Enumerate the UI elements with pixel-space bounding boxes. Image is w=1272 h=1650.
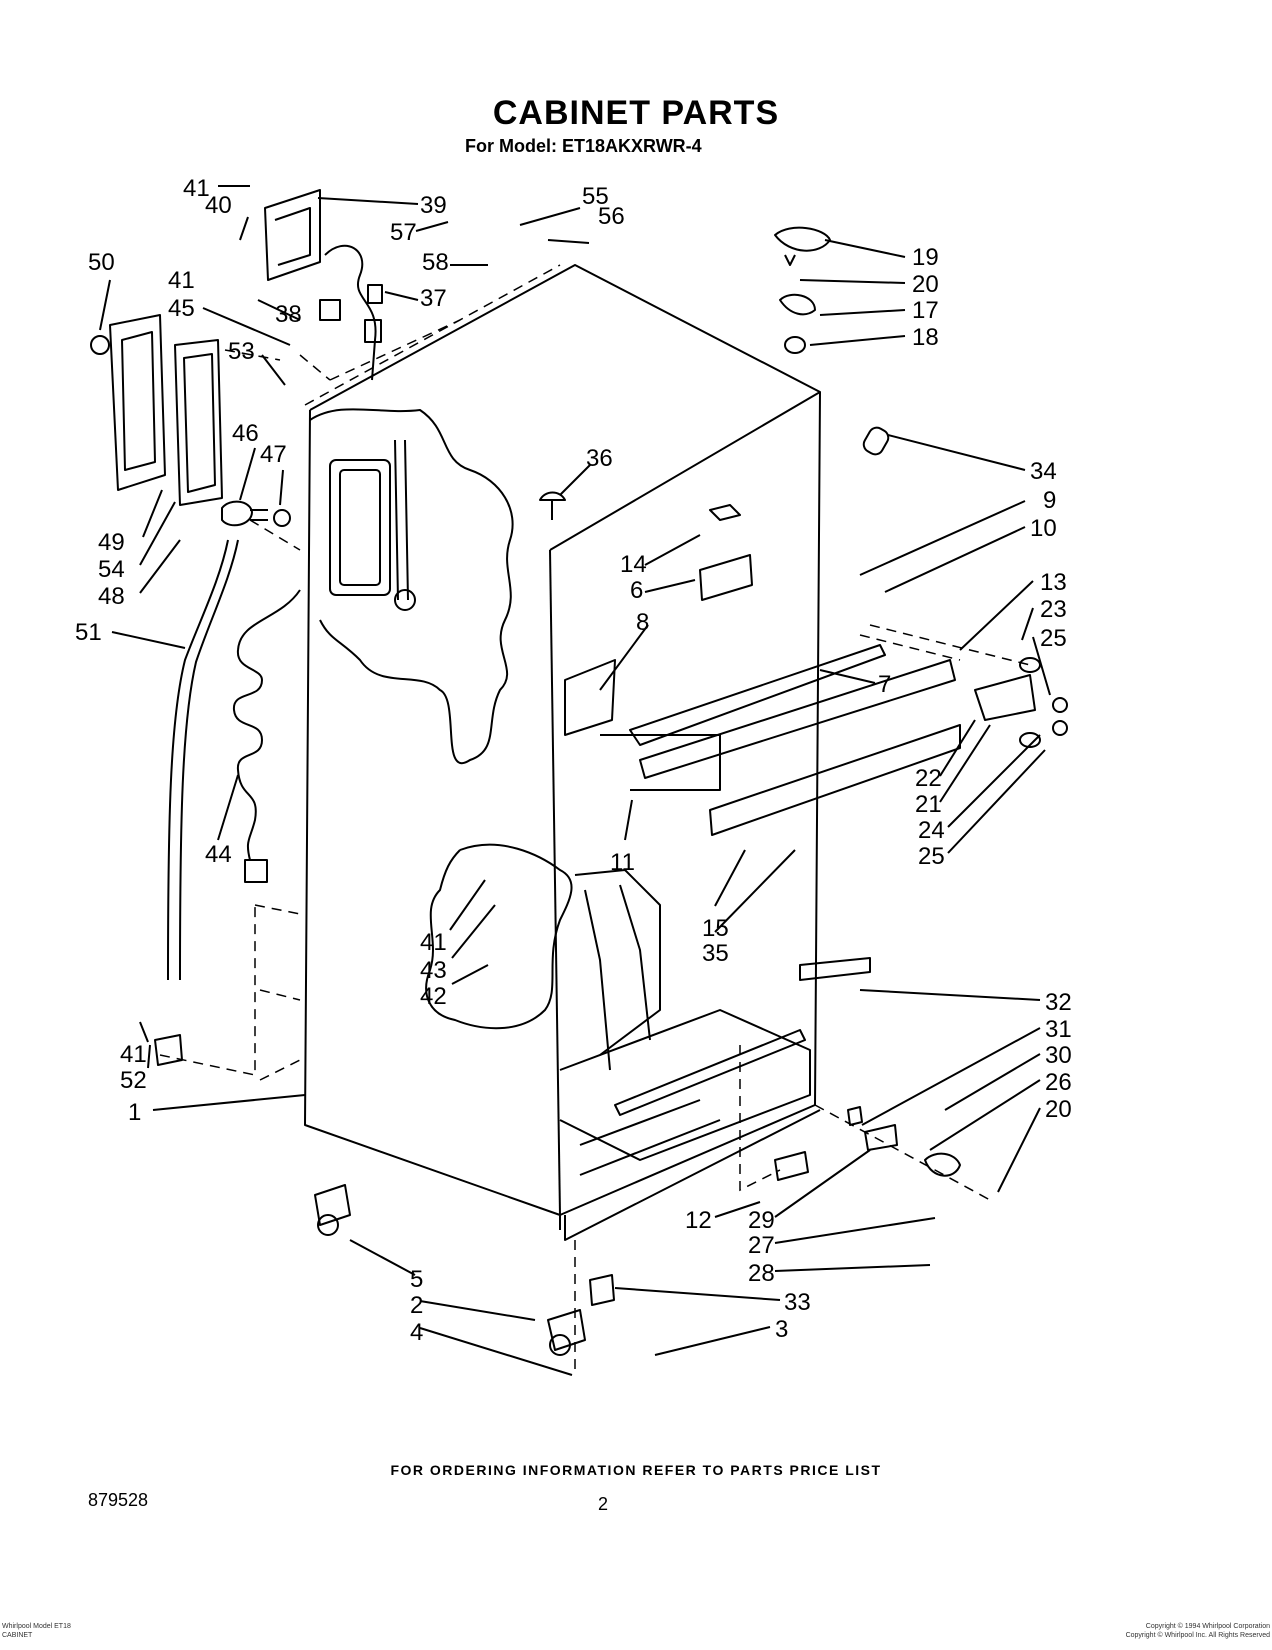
callout-50: 50 <box>88 249 115 276</box>
callout-26: 26 <box>1045 1069 1072 1096</box>
model-line: For Model: ET18AKXRWR-4 <box>465 136 702 156</box>
cabinet-left-front-edge <box>304 409 561 1230</box>
fine-print-right: Copyright © 1994 Whirlpool Corporation C… <box>1125 1623 1270 1639</box>
callout-58: 58 <box>422 249 449 276</box>
callout-22: 22 <box>915 765 942 792</box>
callout-7: 7 <box>878 671 891 698</box>
callout-18: 18 <box>912 324 939 351</box>
callout-24: 24 <box>918 817 945 844</box>
power-cord <box>232 589 301 861</box>
callout-labels: 41 39 55 40 57 56 50 58 41 37 45 38 53 1… <box>75 175 1072 1346</box>
callout-4: 4 <box>410 1319 423 1346</box>
callout-38: 38 <box>275 301 302 328</box>
callout-36: 36 <box>586 445 613 472</box>
callout-29: 29 <box>748 1207 775 1234</box>
cabinet-top <box>309 264 821 551</box>
callout-14: 14 <box>620 551 647 578</box>
page-number: 2 <box>598 1494 609 1514</box>
callout-46: 46 <box>232 420 259 447</box>
drain-tube <box>167 539 229 981</box>
callout-45: 45 <box>168 295 195 322</box>
callout-25: 25 <box>1040 625 1067 652</box>
callout-21: 21 <box>915 791 942 818</box>
callout-25: 25 <box>918 843 945 870</box>
callout-35: 35 <box>702 940 729 967</box>
callout-55: 55 <box>582 183 609 210</box>
callout-41: 41 <box>168 267 195 294</box>
callout-9: 9 <box>1043 487 1056 514</box>
ordering-note: FOR ORDERING INFORMATION REFER TO PARTS … <box>390 1462 882 1478</box>
callout-57: 57 <box>390 219 417 246</box>
callout-54: 54 <box>98 556 125 583</box>
callout-12: 12 <box>685 1207 712 1234</box>
callout-8: 8 <box>636 609 649 636</box>
callout-3: 3 <box>775 1316 788 1343</box>
document-number: 879528 <box>88 1490 149 1510</box>
cabinet-right-edge <box>559 391 821 1216</box>
callout-39: 39 <box>420 192 447 219</box>
callout-33: 33 <box>784 1289 811 1316</box>
callout-52: 52 <box>120 1067 147 1094</box>
callout-27: 27 <box>748 1232 775 1259</box>
callout-49: 49 <box>98 529 125 556</box>
callout-32: 32 <box>1045 989 1072 1016</box>
cabinet-front-edge <box>549 549 561 1216</box>
callout-41: 41 <box>120 1041 147 1068</box>
callout-53: 53 <box>228 338 255 365</box>
callout-43: 43 <box>420 957 447 984</box>
callout-41: 41 <box>183 175 210 202</box>
callout-56: 56 <box>598 203 625 230</box>
callout-2: 2 <box>410 1292 423 1319</box>
fine-print-left: Whirlpool Model ET18 CABINET <box>2 1623 71 1639</box>
cutaway-top <box>309 408 514 765</box>
callout-37: 37 <box>420 285 447 312</box>
callout-19: 19 <box>912 244 939 271</box>
callout-42: 42 <box>420 983 447 1010</box>
callout-34: 34 <box>1030 458 1057 485</box>
callout-6: 6 <box>630 577 643 604</box>
callout-30: 30 <box>1045 1042 1072 1069</box>
page-title: CABINET PARTS <box>492 94 780 132</box>
callout-28: 28 <box>748 1260 775 1287</box>
callout-10: 10 <box>1030 515 1057 542</box>
callout-5: 5 <box>410 1266 423 1293</box>
callout-51: 51 <box>75 619 102 646</box>
callout-1: 1 <box>128 1099 141 1126</box>
callout-20: 20 <box>912 271 939 298</box>
callout-44: 44 <box>205 841 232 868</box>
callout-47: 47 <box>260 441 287 468</box>
callout-40: 40 <box>205 192 232 219</box>
callout-11: 11 <box>610 849 635 876</box>
callout-15: 15 <box>702 915 729 942</box>
callout-17: 17 <box>912 297 939 324</box>
callout-48: 48 <box>98 583 125 610</box>
callout-31: 31 <box>1045 1016 1072 1043</box>
callout-20: 20 <box>1045 1096 1072 1123</box>
callout-41: 41 <box>420 929 447 956</box>
callout-23: 23 <box>1040 596 1067 623</box>
cutaway-lower <box>425 843 573 1030</box>
callout-13: 13 <box>1040 569 1067 596</box>
